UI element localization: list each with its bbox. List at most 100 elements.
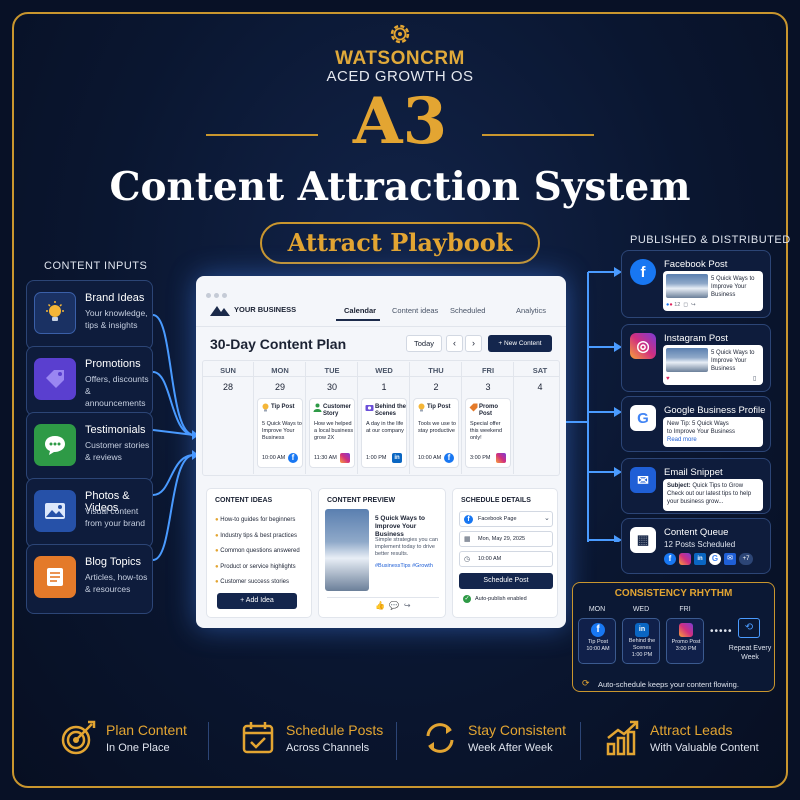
tab-scheduled[interactable]: Scheduled bbox=[450, 306, 486, 315]
post-card-promo[interactable]: Promo Post Special offer this weekend on… bbox=[465, 398, 511, 468]
card-body: Special offer this weekend only! bbox=[470, 421, 503, 441]
mountain-photo bbox=[666, 274, 708, 298]
input-card-blog-topics[interactable]: Blog Topics Articles, how-tos & resource… bbox=[26, 544, 153, 614]
read-more-link[interactable]: Read more bbox=[667, 437, 697, 443]
post-card-behind-scenes[interactable]: Behind the Scenes A day in the life at o… bbox=[361, 398, 407, 468]
time-field[interactable]: ◷ 10:00 AM bbox=[459, 551, 553, 567]
rhythm-label: Tip Post bbox=[588, 639, 608, 645]
time-value: 10:00 AM bbox=[478, 556, 502, 562]
add-idea-button[interactable]: + Add Idea bbox=[217, 593, 297, 609]
channel-icons: f in G ✉ +7 bbox=[664, 553, 753, 565]
lightbulb-icon: ● bbox=[215, 579, 219, 585]
card-time: 10:00 AM bbox=[418, 455, 442, 461]
card-time: 3:00 PM bbox=[470, 455, 491, 461]
share-icon[interactable]: ↪ bbox=[403, 601, 411, 610]
growth-chart-icon bbox=[606, 720, 639, 756]
clock-icon: ◷ bbox=[464, 556, 471, 563]
input-connectors bbox=[152, 314, 199, 561]
facebook-preview: 5 Quick Ways to Improve Your Business ●●… bbox=[663, 271, 763, 311]
input-card-promotions[interactable]: Promotions Offers, discounts & announcem… bbox=[26, 346, 153, 416]
heart-icon: ● bbox=[669, 302, 673, 308]
section-heading: SCHEDULE DETAILS bbox=[461, 497, 531, 504]
day-number: 4 bbox=[537, 382, 543, 392]
idea-item[interactable]: ● Customer success stories bbox=[215, 575, 300, 591]
page-select[interactable]: f Facebook Page ⌄ bbox=[459, 511, 553, 527]
idea-item[interactable]: ● Product or service highlights bbox=[215, 560, 300, 576]
like-count: 12 bbox=[674, 302, 681, 308]
email-snippet-card[interactable]: ✉ Email Snippet Subject: Quick Tips to G… bbox=[621, 458, 771, 514]
input-card-photos-videos[interactable]: Photos & Videos Visual content from your… bbox=[26, 478, 153, 548]
google-profile-card[interactable]: G Google Business Profile New Tip: 5 Qui… bbox=[621, 396, 771, 452]
instagram-icon: ◎ bbox=[630, 333, 656, 359]
instagram-post-card[interactable]: ◎ Instagram Post 5 Quick Ways to Improve… bbox=[621, 324, 771, 392]
idea-item[interactable]: ● How-to guides for beginners bbox=[215, 513, 300, 529]
idea-item[interactable]: ● Industry tips & best practices bbox=[215, 529, 300, 545]
reaction-bar: ●● 12 ◻ ↪ bbox=[666, 302, 696, 308]
day-name: SUN bbox=[220, 366, 236, 375]
tab-content-ideas[interactable]: Content ideas bbox=[392, 306, 439, 315]
thumbs-up-icon[interactable]: 👍 bbox=[375, 601, 385, 610]
card-head: Behind the Scenes bbox=[375, 404, 406, 417]
feature-divider bbox=[580, 722, 581, 760]
tab-divider bbox=[196, 326, 566, 327]
new-content-button[interactable]: + New Content bbox=[488, 335, 552, 352]
mail-icon: ✉ bbox=[630, 467, 656, 493]
date-field[interactable]: ▦ Mon, May 29, 2025 bbox=[459, 531, 553, 547]
input-card-testimonials[interactable]: Testimonials Customer stories & reviews bbox=[26, 412, 153, 482]
feature-attract-leads: Attract Leads With Valuable Content bbox=[604, 720, 784, 770]
post-card-customer-story[interactable]: Customer Story How we helped a local bus… bbox=[309, 398, 355, 468]
day-column bbox=[202, 362, 254, 474]
input-card-brand-ideas[interactable]: Brand Ideas Your knowledge, tips & insig… bbox=[26, 280, 153, 350]
section-heading: CONTENT IDEAS bbox=[215, 497, 273, 504]
post-card-tip-2[interactable]: Tip Post Tools we use to stay productive… bbox=[413, 398, 459, 468]
active-tab-indicator bbox=[336, 319, 380, 321]
linkedin-icon: in bbox=[694, 553, 706, 565]
day-name: FRI bbox=[481, 366, 495, 375]
input-desc: Customer stories & reviews bbox=[85, 440, 150, 462]
like-icon: ● bbox=[666, 302, 670, 308]
comment-icon[interactable]: 💬 bbox=[389, 601, 400, 610]
mountain-photo bbox=[325, 509, 369, 591]
tab-calendar[interactable]: Calendar bbox=[344, 306, 377, 315]
camera-icon bbox=[365, 405, 374, 411]
facebook-post-card[interactable]: f Facebook Post 5 Quick Ways to Improve … bbox=[621, 250, 771, 318]
post-card-tip[interactable]: Tip Post 5 Quick Ways to Improve Your Bu… bbox=[257, 398, 303, 468]
card-head: Tip Post bbox=[271, 404, 295, 410]
card-body: A day in the life at our company bbox=[366, 421, 404, 434]
day-number: 2 bbox=[433, 382, 439, 392]
instagram-icon bbox=[496, 453, 506, 463]
facebook-icon: f bbox=[591, 623, 605, 637]
day-number: 29 bbox=[274, 382, 285, 392]
google-line: to Improve Your Business bbox=[667, 429, 736, 435]
idea-text: Industry tips & best practices bbox=[220, 532, 297, 539]
idea-item[interactable]: ● Common questions answered bbox=[215, 544, 300, 560]
lightbulb-icon: ● bbox=[215, 548, 219, 554]
idea-text: Customer success stories bbox=[220, 579, 289, 585]
user-icon bbox=[313, 403, 322, 412]
lightbulb-icon bbox=[34, 292, 76, 334]
prev-button[interactable]: ‹ bbox=[446, 335, 463, 352]
card-title: Facebook Post bbox=[664, 259, 728, 270]
date-value: Mon, May 29, 2025 bbox=[478, 536, 526, 542]
ideas-list: ● How-to guides for beginners ● Industry… bbox=[215, 513, 300, 591]
content-queue-card[interactable]: ▦ Content Queue 12 Posts Scheduled f in … bbox=[621, 518, 771, 574]
card-title: Email Snippet bbox=[664, 467, 723, 478]
preview-title: 5 Quick Ways to Improve Your Business bbox=[375, 515, 425, 538]
chevron-right-icon: › bbox=[472, 338, 475, 348]
tab-analytics[interactable]: Analytics bbox=[516, 306, 547, 315]
today-button[interactable]: Today bbox=[406, 335, 442, 352]
input-title: Photos & Videos bbox=[85, 490, 130, 514]
card-time: 10:00 AM bbox=[262, 455, 286, 461]
lightbulb-icon: ● bbox=[215, 532, 219, 539]
repeat-label: Repeat Every Week bbox=[728, 645, 772, 661]
rhythm-day: WED bbox=[632, 606, 650, 613]
schedule-post-button[interactable]: Schedule Post bbox=[459, 573, 553, 589]
brand-name: WATSONCRM bbox=[335, 48, 465, 69]
divider-left bbox=[206, 134, 318, 136]
google-preview: New Tip: 5 Quick Ways to Improve Your Bu… bbox=[663, 417, 763, 447]
mountain-photo bbox=[666, 348, 708, 372]
next-button[interactable]: › bbox=[465, 335, 482, 352]
